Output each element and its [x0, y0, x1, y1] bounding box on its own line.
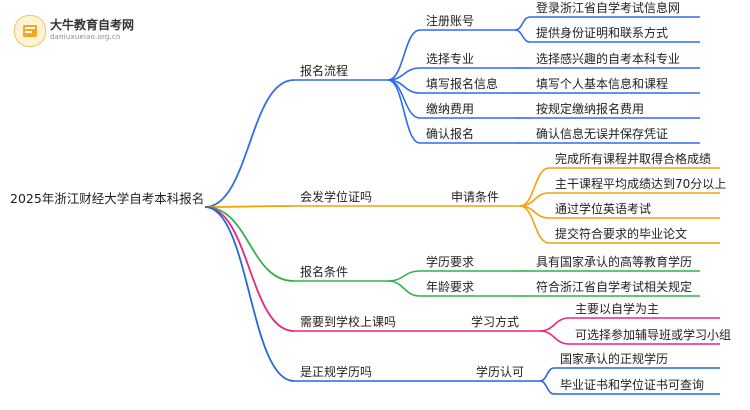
- sub-node-4-0: 学历认可: [476, 364, 524, 379]
- sub-node-0-1: 选择专业: [426, 51, 474, 66]
- logo: 大牛教育自考网 daniuxueiao.org.cn: [14, 13, 194, 47]
- branch-node-2: 报名条件: [300, 264, 348, 279]
- leaf-node-4-0-0: 国家承认的正规学历: [560, 351, 668, 366]
- leaf-node-3-0-1: 可选择参加辅导班或学习小组: [575, 327, 731, 342]
- leaf-node-2-1-0: 符合浙江省自学考试相关规定: [536, 279, 692, 294]
- edge-sub-0-0-leaf-1: [514, 29, 531, 43]
- edge-branch-0-sub-4: [387, 79, 421, 144]
- logo-title: 大牛教育自考网: [50, 18, 135, 32]
- leaf-node-3-0-0: 主要以自学为主: [575, 301, 659, 316]
- edge-branch-0-sub-0: [387, 29, 421, 81]
- edge-root-branch-2: [204, 206, 295, 282]
- leaf-node-0-0-1: 提供身份证明和联系方式: [536, 25, 668, 40]
- sub-node-0-0: 注册账号: [426, 13, 474, 28]
- sub-node-0-2: 填写报名信息: [426, 76, 498, 91]
- edge-sub-4-0-leaf-1: [539, 380, 555, 395]
- logo-url: daniuxueiao.org.cn: [50, 33, 121, 41]
- leaf-node-0-2-0: 填写个人基本信息和课程: [536, 76, 668, 91]
- leaf-node-1-0-3: 提交符合要求的毕业论文: [555, 226, 687, 241]
- leaf-node-4-0-1: 毕业证书和学位证书可查询: [560, 377, 704, 392]
- edge-sub-3-0-leaf-0: [539, 317, 570, 332]
- branch-node-3: 需要到学校上课吗: [300, 314, 396, 329]
- leaf-node-0-4-0: 确认信息无误并保存凭证: [536, 126, 668, 141]
- branch-node-1: 会发学位证吗: [300, 189, 372, 204]
- leaf-node-0-1-0: 选择感兴趣的自考本科专业: [536, 51, 680, 66]
- sub-node-0-4: 确认报名: [426, 126, 474, 141]
- leaf-node-1-0-2: 通过学位英语考试: [555, 201, 651, 216]
- leaf-node-0-3-0: 按规定缴纳报名费用: [536, 101, 644, 116]
- edge-sub-3-0-leaf-1: [539, 330, 570, 345]
- root-node: 2025年浙江财经大学自考本科报名: [10, 191, 204, 206]
- sub-node-2-1: 年龄要求: [426, 280, 474, 294]
- edge-sub-4-0-leaf-0: [539, 367, 555, 382]
- sub-node-3-0: 学习方式: [471, 314, 519, 329]
- branch-node-4: 是正规学历吗: [300, 364, 372, 379]
- logo-book-icon: [14, 15, 46, 47]
- edge-sub-1-0-leaf-3: [519, 205, 550, 244]
- branch-node-0: 报名流程: [300, 63, 348, 78]
- edge-root-branch-1: [204, 205, 295, 208]
- edge-branch-2-sub-1: [387, 280, 421, 297]
- edge-branch-2-sub-0: [387, 270, 421, 282]
- sub-node-2-0: 学历要求: [426, 254, 474, 269]
- leaf-node-0-0-0: 登录浙江省自学考试信息网: [536, 0, 680, 15]
- leaf-node-1-0-1: 主干课程平均成绩达到70分以上: [555, 176, 726, 191]
- leaf-node-2-0-0: 具有国家承认的高等教育学历: [536, 254, 692, 269]
- edge-root-branch-0: [204, 79, 295, 208]
- sub-node-1-0: 申请条件: [451, 190, 499, 204]
- sub-node-0-3: 缴纳费用: [426, 101, 474, 116]
- edge-root-branch-4: [204, 206, 295, 382]
- edge-sub-0-0-leaf-0: [514, 16, 531, 31]
- leaf-node-1-0-0: 完成所有课程并取得合格成绩: [555, 151, 711, 166]
- edge-root-branch-3: [204, 206, 295, 332]
